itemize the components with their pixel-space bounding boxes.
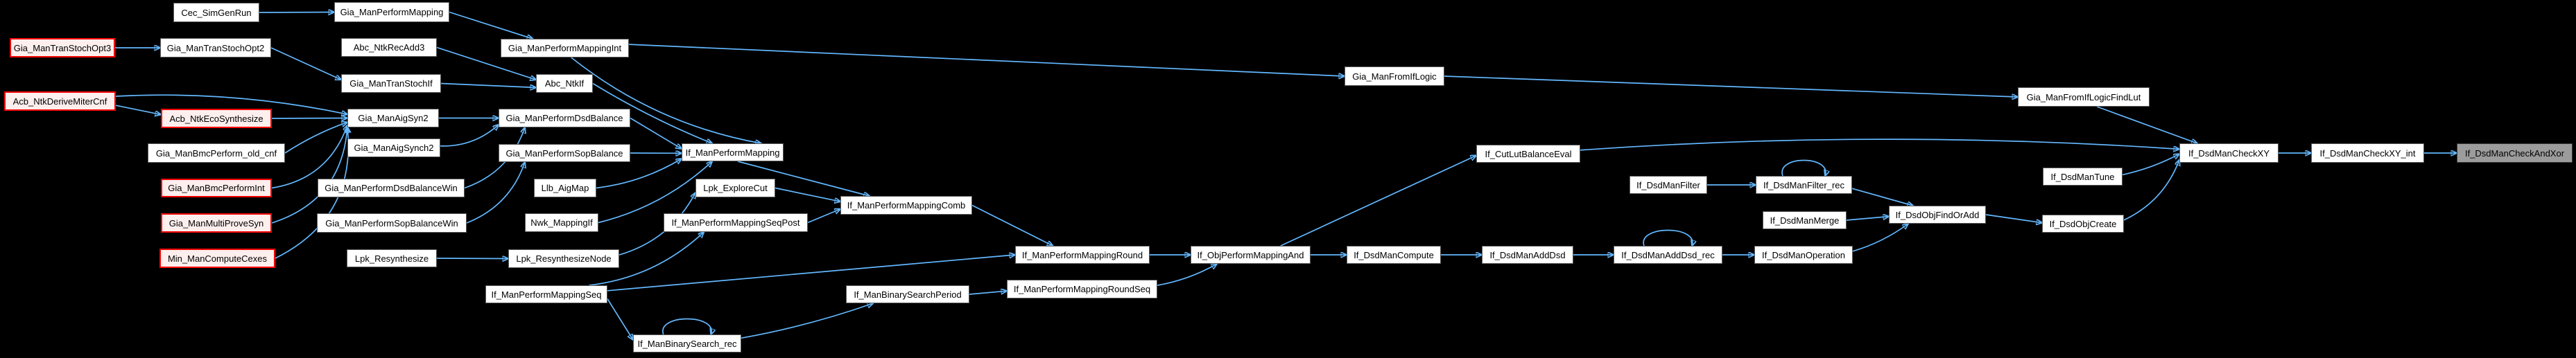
edge-filterrec-findoradd: [1851, 188, 1913, 206]
graph-node-pmap[interactable]: Gia_ManPerformMapping: [334, 2, 449, 22]
graph-node-llb[interactable]: Llb_AigMap: [534, 179, 596, 197]
edge-period-roundseq: [969, 291, 1007, 294]
graph-node-lpknode[interactable]: Lpk_ResynthesizeNode: [508, 249, 619, 268]
graph-node-checkxy[interactable]: If_DsdManCheckXY: [2179, 143, 2279, 163]
graph-node-compute[interactable]: If_DsdManCompute: [1347, 246, 1441, 264]
graph-node-prove[interactable]: Gia_ManMultiProveSyn: [161, 213, 272, 233]
edge-comb-round: [971, 204, 1053, 247]
graph-node-andxor[interactable]: If_DsdManCheckAndXor: [2457, 143, 2573, 163]
edge-pmapint-fromiflogic: [628, 44, 1345, 76]
graph-node-mitercnf[interactable]: Acb_NtkDeriveMiterCnf: [4, 91, 116, 111]
graph-node-explorecut[interactable]: Lpk_ExploreCut: [695, 179, 775, 197]
graph-node-filterrec[interactable]: If_DsdManFilter_rec: [1756, 176, 1852, 194]
graph-node-nwk[interactable]: Nwk_MappingIf: [525, 213, 598, 232]
edge-merge-findoradd: [1846, 217, 1889, 221]
graph-node-stochif[interactable]: Gia_ManTranStochIf: [341, 74, 441, 93]
graph-node-searchrec[interactable]: If_ManBinarySearch_rec: [633, 334, 741, 352]
graph-node-eco[interactable]: Acb_NtkEcoSynthesize: [161, 109, 272, 128]
graph-node-sopwin[interactable]: Gia_ManPerformSopBalanceWin: [317, 213, 467, 233]
edge-objand-eval: [1280, 156, 1476, 247]
edge-sopwin-sopbal: [466, 162, 525, 224]
edge-lpkres-lpknode: [436, 258, 508, 259]
edge-findlut-checkxy: [2096, 106, 2197, 143]
edge-objcreate-checkxy: [2123, 160, 2179, 221]
graph-node-opt2[interactable]: Gia_ManTranStochOpt2: [160, 38, 271, 57]
graph-node-round[interactable]: If_ManPerformMappingRound: [1015, 246, 1150, 264]
graph-node-pmapint[interactable]: Gia_ManPerformMappingInt: [501, 39, 629, 57]
graph-node-roundseq[interactable]: If_ManPerformMappingRoundSeq: [1007, 280, 1157, 298]
edge-seqpost-comb: [807, 209, 840, 224]
edge-nwk-ifmpm: [598, 161, 712, 224]
edge-mitercnf-aigsyn2: [115, 94, 347, 114]
graph-node-lpkres[interactable]: Lpk_Resynthesize: [347, 249, 437, 267]
edge-tune-checkxy: [2122, 154, 2179, 176]
edge-llb-ifmpm: [596, 159, 682, 189]
edge-mitercnf-eco: [115, 105, 161, 114]
graph-node-period[interactable]: If_ManBinarySearchPeriod: [846, 285, 969, 303]
graph-node-comb[interactable]: If_ManPerformMappingComb: [840, 196, 972, 215]
edge-pmap-pmapint: [449, 11, 533, 39]
graph-node-dsdwin[interactable]: Gia_ManPerformDsdBalanceWin: [318, 179, 465, 197]
graph-node-adddsd[interactable]: If_DsdManAddDsd: [1482, 246, 1573, 264]
edge-oldcnf-aigsyn2: [284, 122, 347, 154]
graph-node-objand[interactable]: If_ObjPerformMappingAnd: [1191, 246, 1311, 264]
edge-dsdwin-dsdbal: [464, 127, 525, 189]
graph-node-cec[interactable]: Cec_SimGenRun: [173, 3, 259, 22]
graph-node-adddsdrec[interactable]: If_DsdManAddDsd_rec: [1614, 246, 1722, 264]
edge-ifmpm-comb: [737, 161, 870, 196]
edge-eco-aigsyn2: [271, 118, 347, 119]
edge-findoradd-objcreate: [1985, 214, 2042, 223]
edge-bmcint-aigsyn2: [271, 125, 347, 189]
graph-node-cexes[interactable]: Min_ManComputeCexes: [159, 249, 275, 268]
graph-node-fromiflogic[interactable]: Gia_ManFromIfLogic: [1345, 66, 1444, 86]
graph-node-aigsynch2[interactable]: Gia_ManAigSynch2: [347, 138, 440, 157]
graph-node-seqpost[interactable]: If_ManPerformMappingSeqPost: [664, 213, 808, 232]
graph-node-recadd3[interactable]: Abc_NtkRecAdd3: [341, 38, 437, 57]
graph-node-sopbal[interactable]: Gia_ManPerformSopBalance: [499, 144, 630, 162]
graph-node-filter[interactable]: If_DsdManFilter: [1630, 176, 1707, 194]
edge-fromiflogic-findlut: [1444, 75, 2018, 97]
edge-aigsynch2-dsdbal: [440, 125, 499, 147]
graph-node-aigsyn2[interactable]: Gia_ManAigSyn2: [347, 109, 439, 127]
graph-node-findlut[interactable]: Gia_ManFromIfLogicFindLut: [2018, 87, 2150, 107]
graph-node-oldcnf[interactable]: Gia_ManBmcPerform_old_cnf: [148, 143, 285, 163]
edge-pmapint-ifmpm: [571, 57, 761, 143]
graph-node-checkxyint[interactable]: If_DsdManCheckXY_int: [2311, 143, 2424, 163]
edge-recadd3-ntkif: [436, 46, 536, 80]
graph-node-objcreate[interactable]: If_DsdObjCreate: [2042, 215, 2124, 233]
graph-node-ntkif[interactable]: Abc_NtkIf: [536, 74, 593, 93]
edge-selfloop-adddsdrec: [1643, 229, 1693, 247]
graph-node-operation[interactable]: If_DsdManOperation: [1754, 246, 1853, 264]
edge-operation-findoradd: [1852, 224, 1908, 252]
graph-node-eval[interactable]: If_CutLutBalanceEval: [1476, 145, 1580, 163]
edge-dsdbal-ifmpm: [630, 117, 682, 149]
graph-node-bmcint[interactable]: Gia_ManBmcPerformInt: [161, 179, 272, 197]
graph-node-ifmpm[interactable]: If_ManPerformMapping: [682, 143, 784, 161]
edge-seq-round: [607, 255, 1015, 292]
edge-ntkif-ifmpm: [592, 82, 712, 144]
graph-node-merge[interactable]: If_DsdManMerge: [1763, 211, 1847, 229]
edge-cec-pmap: [259, 12, 334, 13]
graph-node-opt3[interactable]: Gia_ManTranStochOpt3: [10, 38, 115, 57]
edge-selfloop-filterrec: [1781, 159, 1826, 177]
graph-node-findoradd[interactable]: If_DsdObjFindOrAdd: [1889, 206, 1986, 224]
edge-explorecut-comb: [775, 187, 840, 202]
graph-node-seq[interactable]: If_ManPerformMappingSeq: [485, 285, 607, 303]
edge-selfloop-searchrec: [662, 318, 711, 335]
graph-node-tune[interactable]: If_DsdManTune: [2043, 168, 2123, 186]
edge-seq-searchrec: [607, 298, 633, 340]
edge-eval-checkxy: [1580, 138, 2179, 150]
graph-node-dsdbal[interactable]: Gia_ManPerformDsdBalance: [499, 109, 630, 127]
edge-seq-seqpost: [589, 232, 704, 286]
edge-opt2-stochif: [270, 47, 341, 80]
edge-roundseq-objand: [1157, 264, 1217, 286]
edge-searchrec-period: [741, 303, 873, 339]
edge-stochif-ntkif: [440, 82, 536, 88]
